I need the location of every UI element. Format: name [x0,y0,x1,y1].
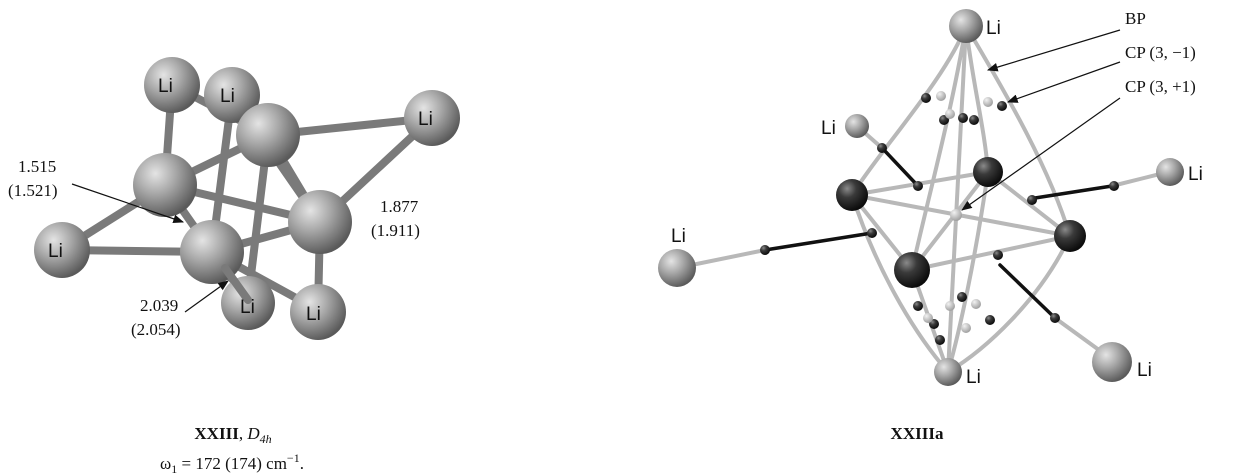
li-c-bond [1033,184,1114,200]
c-atom [894,252,930,288]
bond-path-label: BP [1125,9,1146,28]
c-atom [236,103,300,167]
li-atom [404,90,460,146]
li-atom [34,222,90,278]
atom-label: Li [418,109,433,130]
atom-label: Li [821,118,836,139]
bond-length-alt: (1.911) [371,221,420,240]
arrow [986,29,1121,72]
c-atom [973,157,1003,187]
caption-xxiii: XXIII, D4h [194,424,271,446]
atom-label: Li [966,367,981,388]
arrow [71,183,185,223]
bond-length: 1.515 [18,157,56,176]
li-atom [1092,342,1132,382]
li-c-bond [763,231,874,252]
structure-xxiiia: Li Li Li Li Li Li BP CP (3, −1) CP (3, +… [658,9,1203,443]
bond-critical-points [760,93,1119,345]
c-atom [836,179,868,211]
atom-label: Li [671,226,686,247]
li-atom [204,67,260,123]
c-atom [133,153,197,217]
c-atom [288,190,352,254]
atom-label: Li [158,76,173,97]
li-c-bond [882,148,920,188]
bond-length-alt: (1.521) [8,181,58,200]
arrow [184,280,229,313]
bond-length: 1.877 [380,197,419,216]
li-atom [949,9,983,43]
arrow [961,97,1121,211]
ring-cp-label: CP (3, +1) [1125,77,1196,96]
atom-label: Li [48,241,63,262]
li-atom [1156,158,1184,186]
li-atom [144,57,200,113]
atom-label: Li [1188,164,1203,185]
li-atom [845,114,869,138]
li-atom [658,249,696,287]
bond-length-alt: (2.054) [131,320,181,339]
atom-label: Li [1137,360,1152,381]
arrow [1006,61,1121,103]
li-atom [934,358,962,386]
ring-critical-points [923,91,993,333]
bond-length: 2.039 [140,296,178,315]
li-c-bond [998,263,1057,320]
c-atom [1054,220,1086,252]
caption-xxiiia: XXIIIa [891,424,944,443]
atom-label: Li [240,297,255,318]
atom-label: Li [220,86,235,107]
bond-cp-label: CP (3, −1) [1125,43,1196,62]
structure-xxiii: Li Li Li Li Li Li 1.515 (1.521) 1.877 (1… [8,57,460,474]
atom-label: Li [306,304,321,325]
bond-paths [675,24,1170,374]
li-atom [290,284,346,340]
frequency-caption: ω1 = 172 (174) cm−1. [160,451,304,474]
atom-label: Li [986,18,1001,39]
